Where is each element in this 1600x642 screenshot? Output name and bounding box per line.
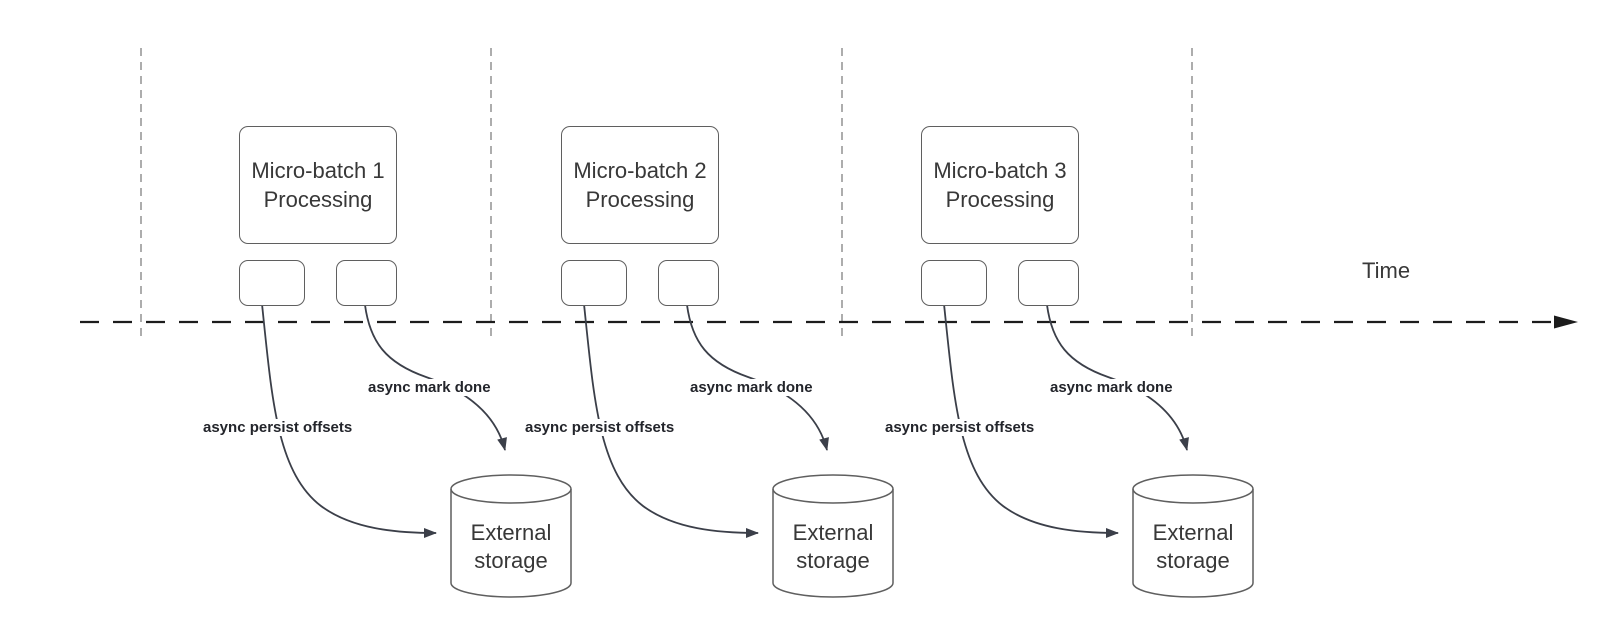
mark-done-arrow (364, 304, 507, 451)
external-storage-label: External storage (773, 506, 893, 588)
storage-line2: storage (796, 548, 870, 573)
micro-batch-3-processing-box: Micro-batch 3 Processing (921, 126, 1079, 244)
persist-offsets-label: async persist offsets (523, 419, 677, 436)
persist-offsets-task-box (921, 260, 987, 306)
mark-done-arrow (686, 304, 829, 451)
storage-cylinder-rim (1132, 488, 1254, 504)
persist-offsets-task-box (561, 260, 627, 306)
storage-line1: External (1152, 520, 1234, 545)
mark-done-task-box (1018, 260, 1079, 306)
persist-offsets-arrow (943, 303, 1119, 538)
time-axis-label: Time (1362, 258, 1411, 283)
storage-line1: External (470, 520, 552, 545)
persist-offsets-label: async persist offsets (201, 419, 355, 436)
micro-batch-1-processing-box: Micro-batch 1 Processing (239, 126, 397, 244)
box-title-line2: Processing (585, 187, 695, 212)
storage-line2: storage (474, 548, 548, 573)
box-title-line1: Micro-batch 2 (573, 158, 707, 183)
storage-cylinder-rim (450, 488, 572, 504)
mark-done-label: async mark done (366, 379, 493, 396)
external-storage-label: External storage (1133, 506, 1253, 588)
persist-offsets-arrow (261, 303, 437, 538)
persist-offsets-arrow (583, 303, 759, 538)
storage-cylinder (1132, 474, 1254, 598)
mark-done-arrow (1046, 304, 1189, 451)
box-title-line1: Micro-batch 3 (933, 158, 1067, 183)
mark-done-label: async mark done (688, 379, 815, 396)
storage-cylinder (450, 474, 572, 598)
storage-line2: storage (1156, 548, 1230, 573)
mark-done-task-box (658, 260, 719, 306)
persist-offsets-task-box (239, 260, 305, 306)
storage-cylinder-rim (772, 488, 894, 504)
timeline-arrowhead-icon (1554, 315, 1578, 329)
external-storage-label: External storage (451, 506, 571, 588)
storage-cylinder (772, 474, 894, 598)
box-title-line2: Processing (945, 187, 1055, 212)
box-title-line1: Micro-batch 1 (251, 158, 385, 183)
storage-line1: External (792, 520, 874, 545)
micro-batch-2-processing-box: Micro-batch 2 Processing (561, 126, 719, 244)
mark-done-label: async mark done (1048, 379, 1175, 396)
persist-offsets-label: async persist offsets (883, 419, 1037, 436)
box-title-line2: Processing (263, 187, 373, 212)
mark-done-task-box (336, 260, 397, 306)
